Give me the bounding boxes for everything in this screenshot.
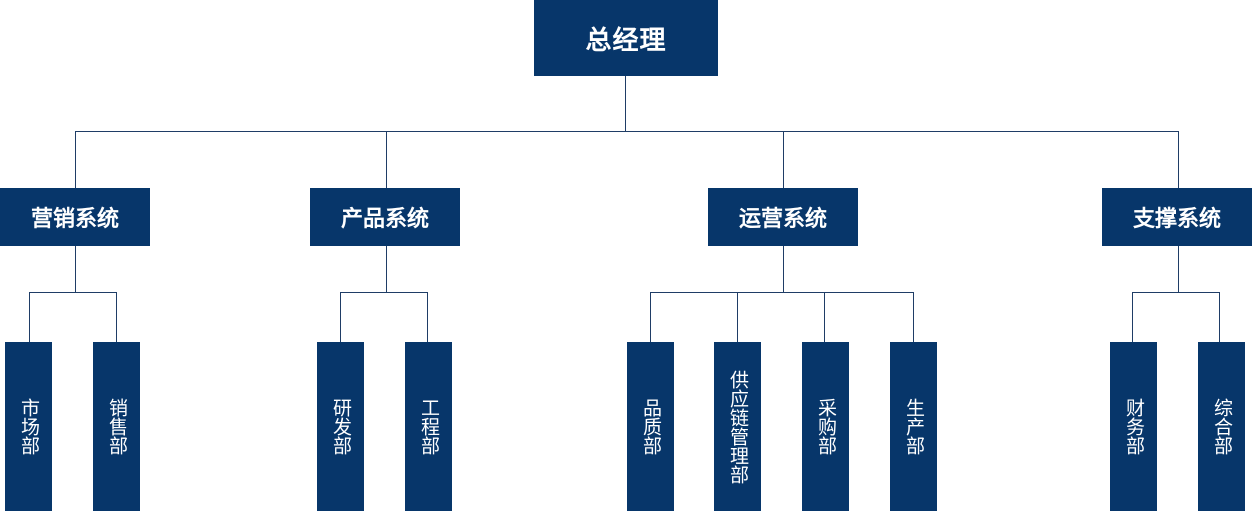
general-affairs-dept-label: 综合部 <box>1211 398 1233 455</box>
rd-dept-box: 研发部 <box>317 342 364 511</box>
connector-sales-dept <box>116 292 117 342</box>
rd-dept-label: 研发部 <box>330 398 352 455</box>
purchasing-dept-box: 采购部 <box>802 342 849 511</box>
production-dept-label: 生产部 <box>903 398 925 455</box>
operations-system-label: 运营系统 <box>738 207 827 232</box>
product-system-box: 产品系统 <box>310 188 460 246</box>
operations-system-box: 运营系统 <box>708 188 858 246</box>
support-system-label: 支撑系统 <box>1132 207 1221 232</box>
support-system-box: 支撑系统 <box>1102 188 1252 246</box>
quality-dept-box: 品质部 <box>627 342 674 511</box>
marketing-system-label: 营销系统 <box>30 207 119 232</box>
market-dept-label: 市场部 <box>18 398 40 455</box>
sales-dept-box: 销售部 <box>93 342 140 511</box>
connector-finance-dept <box>1132 292 1133 342</box>
purchasing-dept-label: 采购部 <box>815 398 837 455</box>
general-manager-label: 总经理 <box>585 25 667 56</box>
connector-support-horizontal <box>1132 292 1220 293</box>
connector-marketing-down <box>75 246 76 292</box>
connector-support-down <box>1178 246 1179 292</box>
connector-systems-horizontal <box>75 131 1179 132</box>
connector-rd-dept <box>340 292 341 342</box>
connector-production-dept <box>913 292 914 342</box>
engineering-dept-label: 工程部 <box>418 398 440 455</box>
supply-chain-dept-label: 供应链管理部 <box>727 369 749 484</box>
finance-dept-box: 财务部 <box>1110 342 1157 511</box>
connector-market-dept <box>29 292 30 342</box>
connector-operations-down <box>783 246 784 292</box>
connector-root-down <box>625 76 626 132</box>
connector-marketing-up <box>75 131 76 188</box>
quality-dept-label: 品质部 <box>640 398 662 455</box>
product-system-label: 产品系统 <box>340 207 429 232</box>
connector-operations-horizontal <box>650 292 914 293</box>
connector-operations-up <box>783 131 784 188</box>
general-manager-box: 总经理 <box>534 0 718 76</box>
market-dept-box: 市场部 <box>5 342 52 511</box>
connector-product-horizontal <box>340 292 428 293</box>
finance-dept-label: 财务部 <box>1123 398 1145 455</box>
connector-engineering-dept <box>427 292 428 342</box>
connector-product-up <box>386 131 387 188</box>
connector-support-up <box>1178 131 1179 188</box>
connector-general-dept <box>1219 292 1220 342</box>
connector-quality-dept <box>650 292 651 342</box>
engineering-dept-box: 工程部 <box>405 342 452 511</box>
general-affairs-dept-box: 综合部 <box>1198 342 1245 511</box>
sales-dept-label: 销售部 <box>106 398 128 455</box>
connector-supply-chain-dept <box>737 292 738 342</box>
connector-marketing-horizontal <box>29 292 117 293</box>
connector-product-down <box>386 246 387 292</box>
supply-chain-dept-box: 供应链管理部 <box>714 342 761 511</box>
connector-purchasing-dept <box>824 292 825 342</box>
marketing-system-box: 营销系统 <box>0 188 150 246</box>
production-dept-box: 生产部 <box>890 342 937 511</box>
